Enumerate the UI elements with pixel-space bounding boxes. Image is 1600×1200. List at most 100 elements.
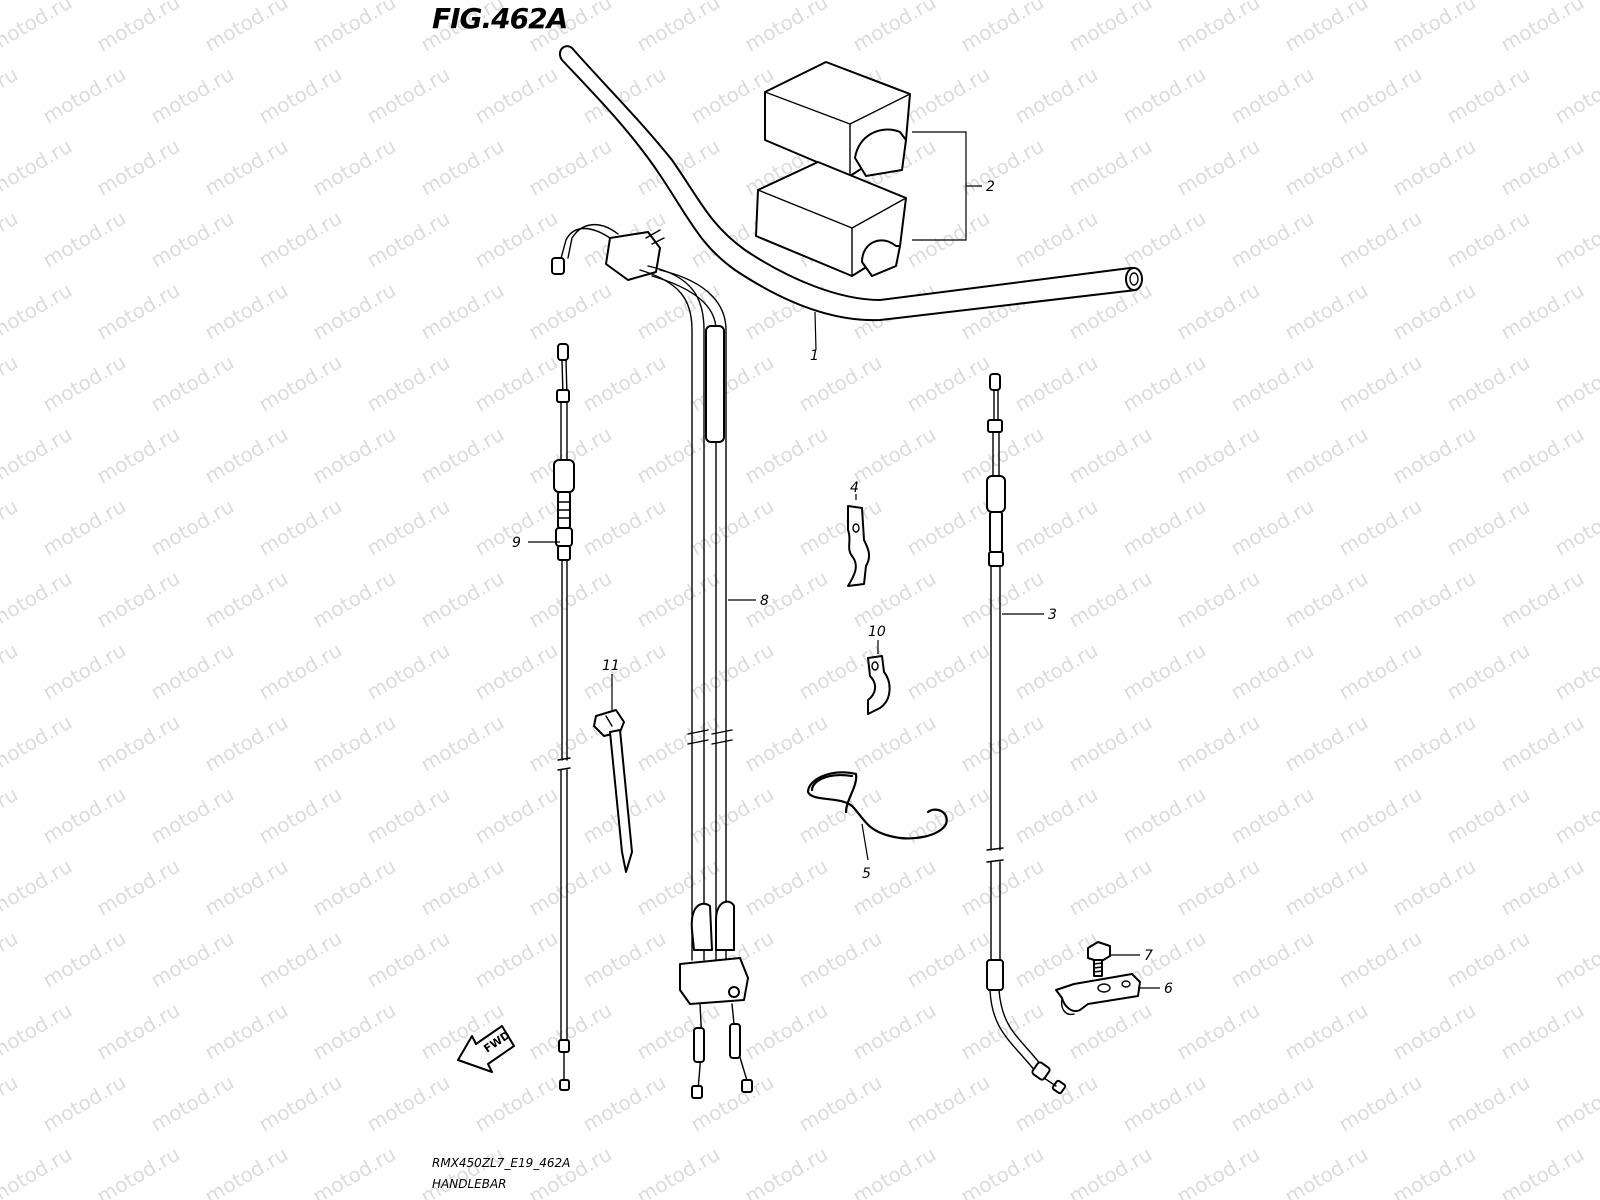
watermark-text: motod.ru bbox=[903, 926, 994, 993]
callout-8: 8 bbox=[728, 593, 769, 609]
watermark-text: motod.ru bbox=[1281, 0, 1372, 56]
watermark-text: motod.ru bbox=[1335, 62, 1426, 129]
watermark-text: motod.ru bbox=[1119, 782, 1210, 849]
watermark-text: motod.ru bbox=[1173, 854, 1264, 921]
watermark-text: motod.ru bbox=[1335, 782, 1426, 849]
watermark-text: motod.ru bbox=[579, 494, 670, 561]
watermark-text: motod.ru bbox=[1173, 566, 1264, 633]
watermark-text: motod.ru bbox=[255, 638, 346, 705]
watermark-text: motod.ru bbox=[903, 62, 994, 129]
watermark-text: motod.ru bbox=[1119, 1070, 1210, 1137]
watermark-text: motod.ru bbox=[633, 1142, 724, 1200]
watermark-text: motod.ru bbox=[849, 854, 940, 921]
watermark-text: motod.ru bbox=[309, 134, 400, 201]
watermark-text: motod.ru bbox=[1389, 0, 1480, 56]
watermark-text: motod.ru bbox=[363, 206, 454, 273]
watermark-text: motod.ru bbox=[1065, 134, 1156, 201]
watermark-text: motod.ru bbox=[255, 350, 346, 417]
callout-1-label: 1 bbox=[810, 348, 819, 364]
watermark-text: motod.ru bbox=[309, 710, 400, 777]
watermark-text: motod.ru bbox=[687, 638, 778, 705]
watermark-text: motod.ru bbox=[309, 998, 400, 1065]
watermark-text: motod.ru bbox=[525, 278, 616, 345]
watermark-text: motod.ru bbox=[1227, 350, 1318, 417]
watermark-text: motod.ru bbox=[1011, 350, 1102, 417]
watermark-text: motod.ru bbox=[0, 566, 76, 633]
watermark-text: motod.ru bbox=[1443, 350, 1534, 417]
watermark-text: motod.ru bbox=[687, 350, 778, 417]
clutch-cable-part bbox=[986, 373, 1067, 1095]
watermark-text: motod.ru bbox=[1119, 350, 1210, 417]
watermark-text: motod.ru bbox=[1335, 638, 1426, 705]
callout-10: 10 bbox=[868, 624, 886, 654]
watermark-text: motod.ru bbox=[1551, 782, 1600, 849]
watermark-text: motod.ru bbox=[417, 134, 508, 201]
watermark-text: motod.ru bbox=[1011, 638, 1102, 705]
watermark-text: motod.ru bbox=[1065, 710, 1156, 777]
watermark-text: motod.ru bbox=[1173, 0, 1264, 56]
watermark-text: motod.ru bbox=[741, 0, 832, 56]
watermark-text: motod.ru bbox=[525, 1142, 616, 1200]
watermark-text: motod.ru bbox=[957, 854, 1048, 921]
watermark-text: motod.ru bbox=[1227, 638, 1318, 705]
watermark-text: motod.ru bbox=[1551, 1070, 1600, 1137]
watermark-text: motod.ru bbox=[147, 350, 238, 417]
watermark-text: motod.ru bbox=[1227, 62, 1318, 129]
watermark-text: motod.ru bbox=[1389, 998, 1480, 1065]
watermark-text: motod.ru bbox=[741, 710, 832, 777]
watermark-text: motod.ru bbox=[309, 422, 400, 489]
watermark-text: motod.ru bbox=[471, 350, 562, 417]
callout-3: 3 bbox=[1002, 607, 1057, 623]
watermark-text: motod.ru bbox=[93, 0, 184, 56]
wire-clamp-part bbox=[806, 771, 948, 840]
watermark-text: motod.ru bbox=[1497, 134, 1588, 201]
watermark-text: motod.ru bbox=[1227, 1070, 1318, 1137]
callout-6-label: 6 bbox=[1164, 981, 1173, 997]
callout-7: 7 bbox=[1110, 948, 1153, 964]
watermark-text: motod.ru bbox=[795, 926, 886, 993]
watermark-text: motod.ru bbox=[39, 350, 130, 417]
watermark-text: motod.ru bbox=[1227, 206, 1318, 273]
watermark-text: motod.ru bbox=[39, 1070, 130, 1137]
watermark-text: motod.ru bbox=[525, 566, 616, 633]
watermark-text: motod.ru bbox=[147, 1070, 238, 1137]
watermark-text: motod.ru bbox=[363, 638, 454, 705]
watermark-text: motod.ru bbox=[39, 926, 130, 993]
watermark-text: motod.ru bbox=[1173, 278, 1264, 345]
watermark-text: motod.ru bbox=[0, 278, 76, 345]
watermark-text: motod.ru bbox=[1443, 494, 1534, 561]
watermark-text: motod.ru bbox=[417, 278, 508, 345]
watermark-text: motod.ru bbox=[1065, 422, 1156, 489]
watermark-text: motod.ru bbox=[795, 350, 886, 417]
watermark-text: motod.ru bbox=[1281, 998, 1372, 1065]
watermark-text: motod.ru bbox=[1227, 926, 1318, 993]
watermark-text: motod.ru bbox=[1497, 1142, 1588, 1200]
watermark-text: motod.ru bbox=[849, 998, 940, 1065]
watermark-text: motod.ru bbox=[147, 638, 238, 705]
watermark-text: motod.ru bbox=[255, 206, 346, 273]
watermark-text: motod.ru bbox=[903, 494, 994, 561]
watermark-text: motod.ru bbox=[147, 926, 238, 993]
figure-title: FIG.462A bbox=[432, 2, 568, 35]
watermark-text: motod.ru bbox=[1497, 566, 1588, 633]
watermark-text: motod.ru bbox=[255, 926, 346, 993]
watermark-text: motod.ru bbox=[579, 1070, 670, 1137]
watermark-text: motod.ru bbox=[1065, 0, 1156, 56]
watermark-text: motod.ru bbox=[1173, 134, 1264, 201]
watermark-text: motod.ru bbox=[579, 638, 670, 705]
watermark-text: motod.ru bbox=[0, 710, 76, 777]
callout-11-label: 11 bbox=[602, 658, 620, 674]
watermark-text: motod.ru bbox=[1065, 1142, 1156, 1200]
callout-11: 11 bbox=[602, 658, 620, 710]
watermark-text: motod.ru bbox=[1389, 854, 1480, 921]
watermark-text: motod.ru bbox=[1551, 206, 1600, 273]
watermark-text: motod.ru bbox=[39, 638, 130, 705]
watermark-text: motod.ru bbox=[1443, 782, 1534, 849]
watermark-text: motod.ru bbox=[309, 278, 400, 345]
callout-2: 2 bbox=[912, 131, 995, 241]
watermark-text: motod.ru bbox=[363, 926, 454, 993]
watermark-text: motod.ru bbox=[525, 134, 616, 201]
watermark-text: motod.ru bbox=[0, 134, 76, 201]
watermark-text: motod.ru bbox=[363, 62, 454, 129]
